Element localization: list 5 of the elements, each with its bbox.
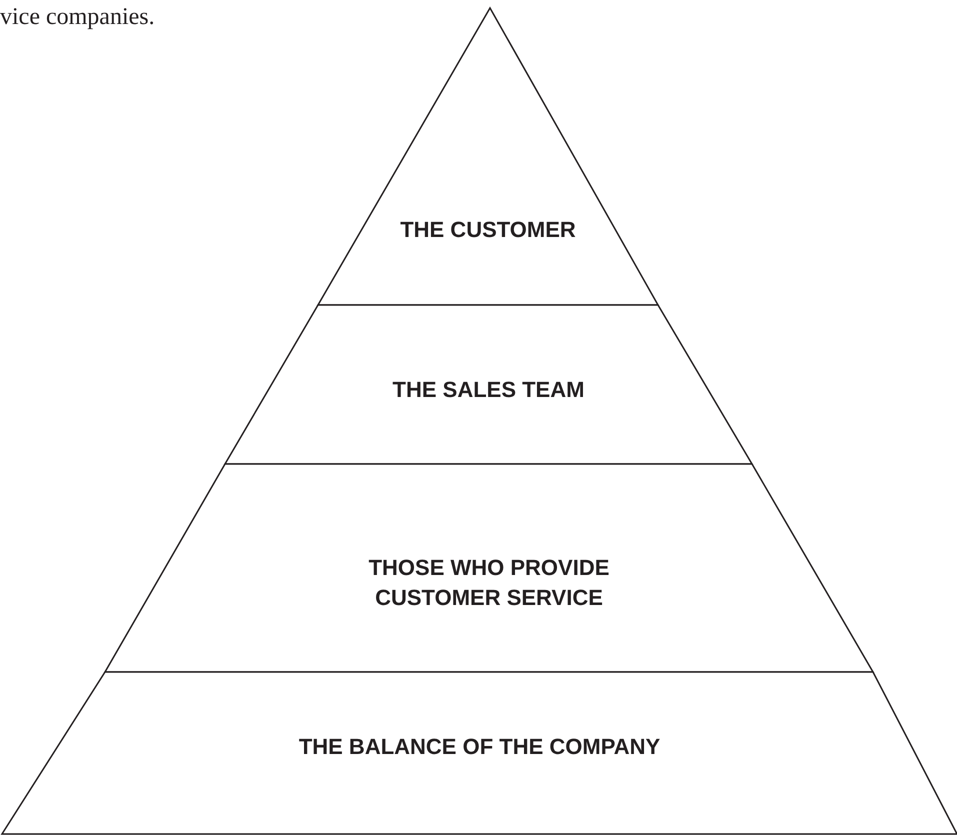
tier-label: THE CUSTOMER (400, 216, 576, 244)
tier-label: THE SALES TEAM (392, 376, 584, 404)
text-fragment: vice companies. (0, 4, 155, 31)
tier-label: THOSE WHO PROVIDE CUSTOMER SERVICE (368, 554, 610, 612)
tier-label: THE BALANCE OF THE COMPANY (298, 733, 660, 761)
